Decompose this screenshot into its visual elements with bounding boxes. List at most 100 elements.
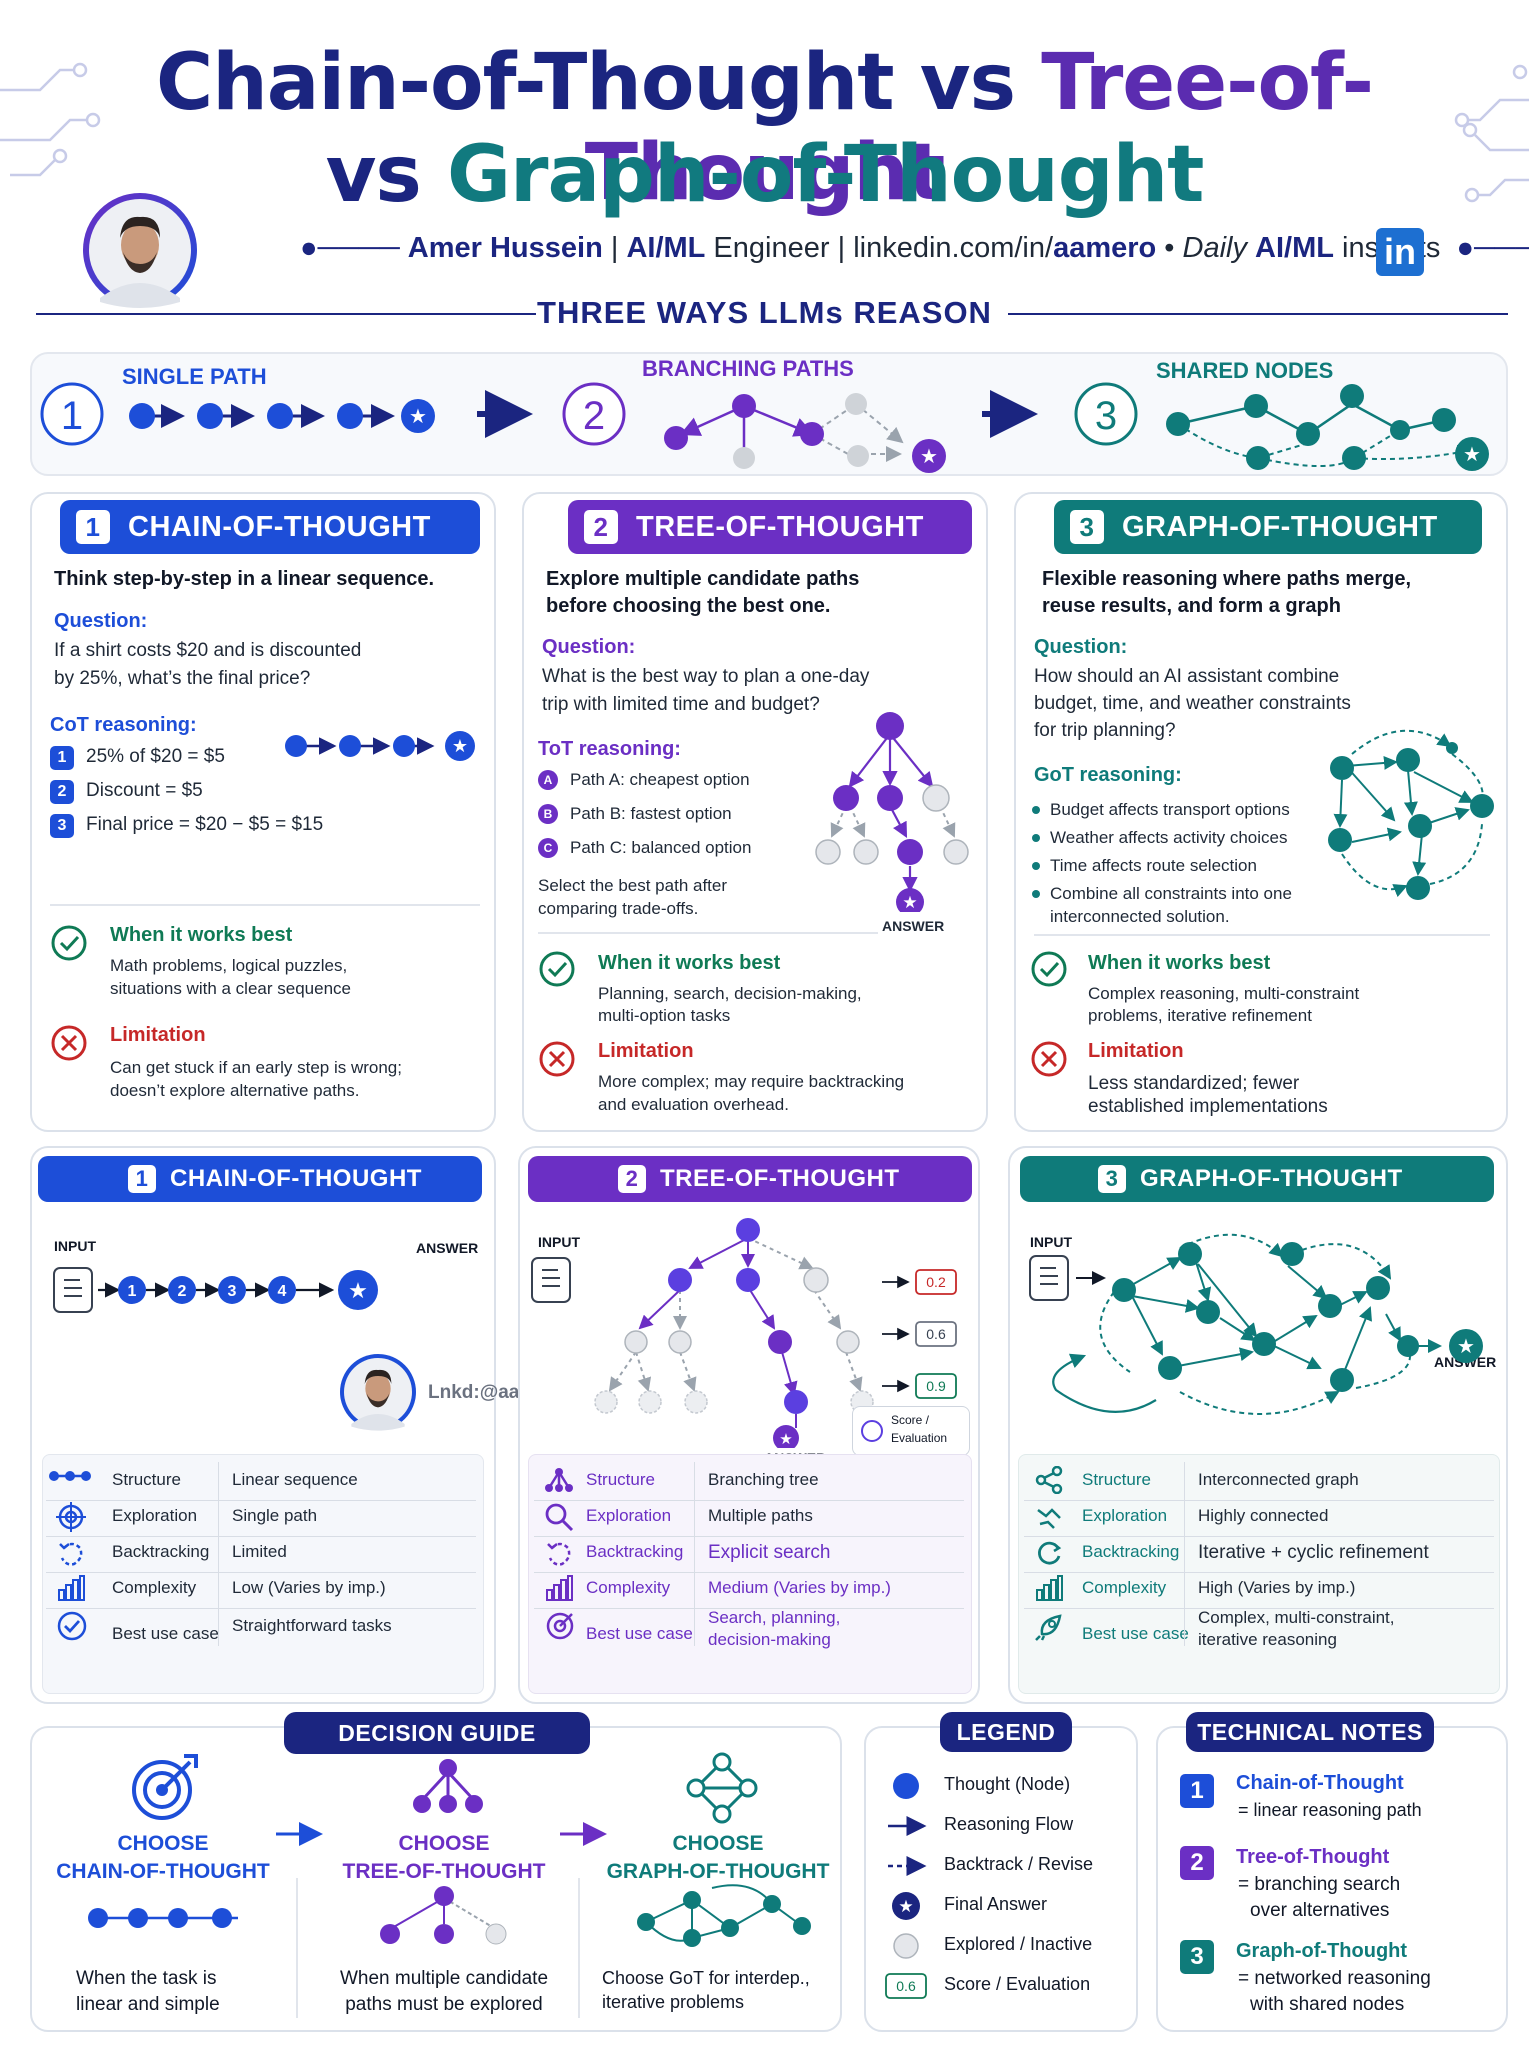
compare-row-key: Backtracking — [1082, 1542, 1180, 1561]
linkedin-icon[interactable]: in — [1376, 228, 1424, 276]
tot-card-rule — [538, 932, 878, 934]
note-name-got: Graph-of-Thought — [1236, 1940, 1408, 1962]
compare-row-key: Complexity — [1082, 1578, 1167, 1597]
decision-got-choose: CHOOSE — [672, 1832, 764, 1855]
cot-compare-chain: 1 2 3 4 ★ — [53, 1267, 378, 1313]
author-link-handle[interactable]: aamero — [1053, 232, 1157, 264]
got-card-num: 3 — [1070, 510, 1104, 544]
section-rule-right — [1008, 313, 1508, 315]
compare-row-divider — [1024, 1536, 1494, 1537]
got-bullet-1 — [1032, 806, 1040, 814]
got-card-title: GRAPH-OF-THOUGHT — [1122, 510, 1438, 543]
section-title: THREE WAYS LLMs REASON — [537, 295, 992, 330]
compare-row-value: Low (Varies by imp.) — [232, 1578, 386, 1597]
tot-card-answer-label: ANSWER — [882, 918, 945, 934]
author-line-left: ●──── — [300, 232, 400, 264]
cot-overview-chain: ★ — [129, 399, 435, 433]
author-role-bold: AI/ML — [626, 232, 706, 264]
got-card-rule — [1034, 934, 1490, 936]
undo-icon — [56, 1538, 86, 1573]
got-works-best-line-1: Complex reasoning, multi-constraint — [1088, 984, 1360, 1003]
got-bullet-4 — [1032, 890, 1040, 898]
compare-row-key: Backtracking — [112, 1542, 210, 1561]
legend-item-score: Score / Evaluation — [944, 1974, 1091, 1994]
tree-icon — [413, 1759, 483, 1813]
compare-row-divider — [1024, 1572, 1494, 1573]
decision-cot-desc-2: linear and simple — [76, 1994, 220, 2015]
legend-symbols: ★ 0.6 — [885, 1773, 927, 1999]
got-question-line-1: How should an AI assistant combine — [1034, 666, 1340, 687]
got-bullet-2 — [1032, 834, 1040, 842]
overview-label-shared-nodes: SHARED NODES — [1156, 358, 1334, 383]
note-desc-tot-2: over alternatives — [1250, 1900, 1390, 1921]
decision-icons — [88, 1752, 811, 1947]
note-name-cot: Chain-of-Thought — [1236, 1772, 1404, 1794]
cot-compare-table — [42, 1454, 484, 1694]
tot-limitation-line-2: and evaluation overhead. — [598, 1095, 789, 1114]
cot-limitation-heading: Limitation — [110, 1024, 206, 1046]
x-circle-icon — [51, 1025, 87, 1061]
got-limitation-line-2: established implementations — [1088, 1096, 1328, 1117]
cot-compare-title: CHAIN-OF-THOUGHT — [170, 1165, 422, 1192]
decision-got-name: GRAPH-OF-THOUGHT — [606, 1860, 830, 1883]
legend-inactive-icon — [893, 1933, 919, 1959]
title-vs-1: vs — [893, 38, 1042, 128]
compare-row-value: Explicit search — [708, 1542, 831, 1563]
got-compare-title: GRAPH-OF-THOUGHT — [1140, 1165, 1403, 1192]
got-reasoning-label: GoT reasoning: — [1034, 764, 1182, 786]
compare-row-value: Multiple paths — [708, 1506, 813, 1525]
author-line: ●──── Amer Hussein | AI/ML Engineer | li… — [300, 232, 1529, 265]
compare-row-separator — [1184, 1534, 1185, 1572]
author-link-prefix[interactable]: linkedin.com/in/ — [853, 232, 1054, 264]
decision-got-desc-1: Choose GoT for interdep., — [602, 1968, 810, 1988]
compare-row-key: Structure — [112, 1470, 181, 1489]
tot-compare-tree: ★ 0.2 0.6 0.9 — [531, 1218, 957, 1448]
got-works-best-line-2: problems, iterative refinement — [1088, 1006, 1312, 1025]
compare-row-key: Best use case — [1082, 1624, 1189, 1643]
author-tag-italic: Daily — [1182, 232, 1256, 264]
score-label-line-1: Score / — [891, 1413, 930, 1427]
compare-row-separator — [218, 1570, 219, 1608]
svg-text:★: ★ — [348, 1278, 368, 1303]
cot-step-2: Discount = $5 — [86, 780, 203, 801]
structure-icon — [48, 1466, 92, 1491]
cot-reasoning-label: CoT reasoning: — [50, 714, 197, 736]
got-overview-graph: ★ — [1166, 384, 1489, 471]
overview-panel: ★ ★ ★ 1 SI — [30, 352, 1508, 476]
author-avatar — [83, 193, 197, 308]
legend-answer-icon — [892, 1892, 920, 1920]
compare-row-separator — [694, 1462, 695, 1500]
compare-row-separator — [218, 1462, 219, 1500]
legend-item-backtrack: Backtrack / Revise — [944, 1854, 1094, 1874]
decision-tot-choose: CHOOSE — [398, 1832, 490, 1855]
bar-chart-icon — [544, 1574, 574, 1607]
tot-card-lead-2: before choosing the best one. — [546, 595, 831, 617]
compare-row-separator — [1184, 1462, 1185, 1500]
got-question-line-2: budget, time, and weather constraints — [1034, 693, 1351, 714]
main-title-line-1: Chain-of-Thought vs Tree-of-Thought — [0, 38, 1529, 218]
cot-node-1: 1 — [128, 1283, 137, 1300]
compare-row-separator — [694, 1608, 695, 1646]
got-compare-num: 3 — [1098, 1165, 1126, 1193]
technical-notes-title: TECHNICAL NOTES — [1186, 1712, 1434, 1752]
tot-path-a: Path A: cheapest option — [570, 770, 750, 789]
compare-row-separator — [694, 1498, 695, 1536]
tot-reasoning-label: ToT reasoning: — [538, 738, 681, 760]
title-vs-2: vs — [325, 130, 447, 220]
author-sep-2: | — [829, 232, 854, 264]
compare-row-key: Complexity — [112, 1578, 197, 1597]
score-ring-icon — [861, 1420, 883, 1442]
cot-question-line-1: If a shirt costs $20 and is discounted — [54, 640, 362, 661]
overview-num-3: 3 — [1094, 394, 1118, 438]
main-title-line-2: vs Graph-of-Thought — [0, 130, 1529, 220]
tot-card-num: 2 — [584, 510, 618, 544]
svg-text:★: ★ — [902, 893, 917, 912]
cot-question-label: Question: — [54, 610, 148, 632]
compare-row-divider — [534, 1572, 964, 1573]
compare-row-divider — [534, 1500, 964, 1501]
decision-divider-1 — [296, 1878, 298, 2018]
got-question-line-3: for trip planning? — [1034, 720, 1176, 741]
